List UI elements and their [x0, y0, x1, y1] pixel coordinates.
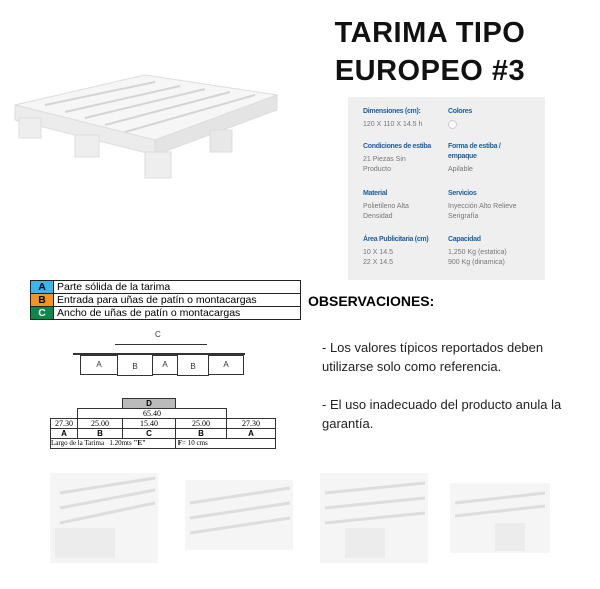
spec-dimensions: Dimensiones (cm):120 X 110 X 14.5 h — [363, 108, 423, 128]
pallet-section-diagram: C A B A B A — [73, 330, 245, 378]
detail-photo-3 — [320, 473, 428, 563]
observation-note-2: - El uso inadecuado del producto anula l… — [322, 397, 562, 431]
spec-colors: Colores — [448, 107, 472, 129]
pallet-detail-photos — [50, 473, 550, 563]
detail-photo-4 — [450, 483, 550, 553]
observation-note-1: - Los valores típicos reportados deben u… — [322, 340, 544, 374]
observations-title: OBSERVACIONES: — [308, 293, 435, 309]
page-title: TARIMA TIPO EUROPEO #3 — [334, 17, 526, 87]
detail-photo-1 — [50, 473, 158, 563]
detail-photo-2 — [185, 480, 293, 550]
pallet-image — [14, 74, 278, 179]
color-swatch-white[interactable] — [448, 120, 457, 129]
spec-card: Dimensiones (cm):120 X 110 X 14.5 h Colo… — [348, 97, 545, 280]
